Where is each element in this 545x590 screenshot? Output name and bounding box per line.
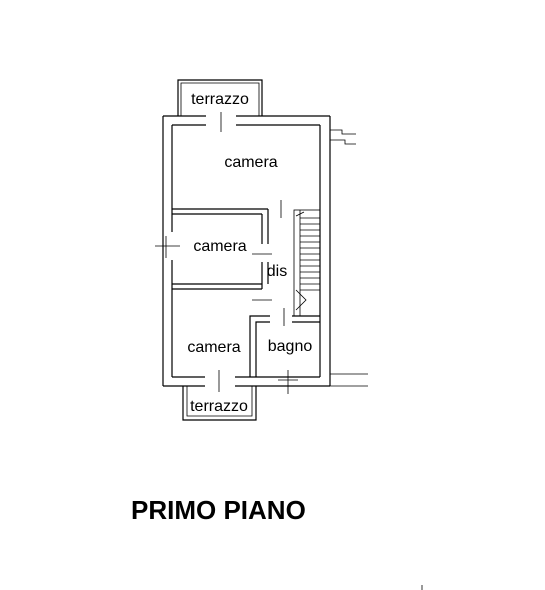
label-bedroom-middle: camera xyxy=(193,238,246,255)
outer-walls xyxy=(155,112,331,392)
staircase xyxy=(293,209,321,317)
label-terrace-bottom: terrazzo xyxy=(190,398,248,415)
interior-walls xyxy=(172,200,320,394)
plan-title: PRIMO PIANO xyxy=(131,495,306,525)
adjacent-walls xyxy=(330,129,368,387)
terrace-bottom xyxy=(182,386,257,421)
label-bedroom-top: camera xyxy=(224,154,277,171)
terrace-top xyxy=(177,79,263,116)
label-bedroom-bottom: camera xyxy=(187,339,240,356)
label-bathroom: bagno xyxy=(268,338,313,355)
label-hallway: dis xyxy=(267,263,287,280)
label-terrace-top: terrazzo xyxy=(191,91,249,108)
